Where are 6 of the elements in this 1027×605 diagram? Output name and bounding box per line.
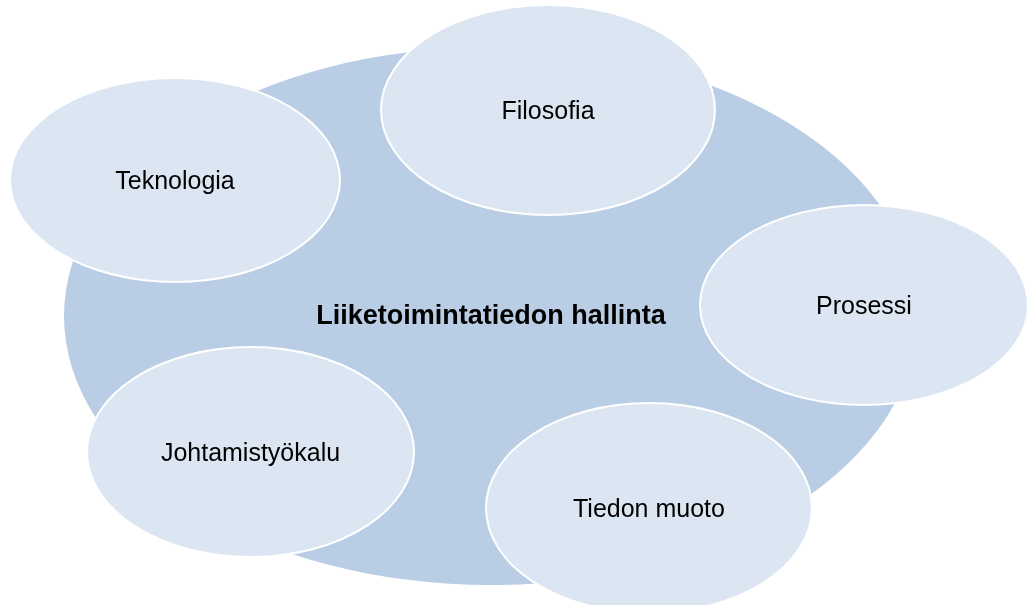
ellipse-label: Prosessi (816, 289, 912, 321)
ellipse-label: Teknologia (115, 164, 235, 196)
ellipse-label: Liiketoimintatiedon hallinta (316, 299, 666, 333)
ellipse-label: Johtamistyökalu (160, 436, 341, 468)
ellipse-label: Filosofia (501, 94, 595, 126)
ellipse-label: Tiedon muoto (573, 492, 725, 524)
